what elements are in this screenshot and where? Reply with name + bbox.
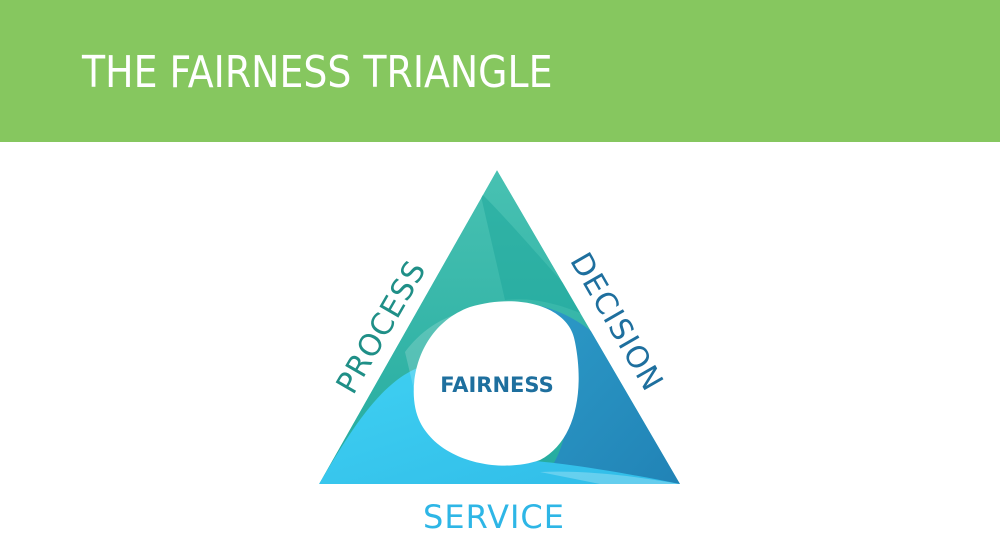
header-bar: THE FAIRNESS TRIANGLE bbox=[0, 0, 1000, 142]
fairness-triangle-diagram: FAIRNESS PROCESS DECISION SERVICE bbox=[0, 142, 1000, 541]
triangle-shape bbox=[319, 170, 680, 484]
side-label-service: SERVICE bbox=[423, 498, 565, 536]
center-label: FAIRNESS bbox=[440, 373, 553, 397]
page-title: THE FAIRNESS TRIANGLE bbox=[82, 47, 553, 98]
triangle-graphic: FAIRNESS PROCESS DECISION SERVICE bbox=[319, 170, 680, 536]
